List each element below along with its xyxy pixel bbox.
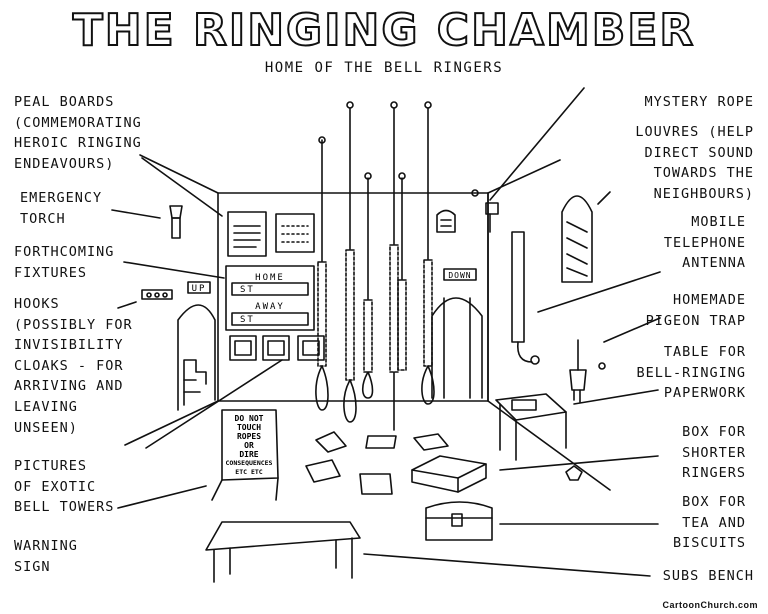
label-mobile-antenna: MOBILE TELEPHONE ANTENNA [663,214,746,272]
label-louvres: LOUVRES (HELP DIRECT SOUND TOWARDS THE N… [635,124,754,202]
pointer-lines [111,87,661,577]
up-sign: UP [192,284,207,294]
label-pigeon-trap: HOMEMADE PIGEON TRAP [645,292,746,329]
bell-ropes [315,101,435,431]
ceiling-line-right [487,159,561,194]
right-doorway [431,268,483,399]
fixtures-board [225,265,315,331]
mystery-rope-fixture [471,189,499,233]
fixtures-away-label: AWAY [255,302,285,312]
ceiling-line-left [139,154,219,194]
emergency-torch [169,205,183,239]
label-box-tea-biscuits: BOX FOR TEA AND BISCUITS [672,494,746,552]
fixtures-st-1: ST [240,285,255,295]
left-doorway [177,281,216,411]
sign-line: DIRE [239,450,258,459]
fixtures-home-label: HOME [255,273,285,283]
hooks [141,289,173,300]
sign-line: OR [244,441,254,450]
sign-line: TOUCH [237,423,261,432]
fixtures-st-2: ST [240,315,255,325]
pigeon-trap [569,339,606,403]
paperwork-table [495,393,567,461]
label-hooks: HOOKS (POSSIBLY FOR INVISIBILITY CLOAKS … [14,296,133,436]
louvres-window [561,195,593,283]
floor-papers [305,431,449,495]
down-sign: DOWN [448,271,471,280]
floor-line-left [124,400,219,446]
sign-line: ETC ETC [235,468,262,476]
warning-sign-text: DO NOT TOUCH ROPES OR DIRE CONSEQUENCES … [226,414,273,476]
wall-notice [436,209,456,233]
sign-line: ROPES [237,432,261,441]
peal-boards [227,211,315,257]
label-box-shorter-ringers: BOX FOR SHORTER RINGERS [682,424,746,482]
back-wall [217,192,489,402]
warning-sign-frame [211,409,279,501]
label-peal-boards: PEAL BOARDS (COMMEMORATING HEROIC RINGIN… [14,94,142,172]
label-forthcoming-fixtures: FORTHCOMING FIXTURES [14,244,115,281]
bell-tower-pictures [229,335,325,361]
credit-link[interactable]: CartoonChurch.com [662,600,758,610]
floor-object [565,465,583,481]
floor-line-right [487,400,611,491]
sign-line: CONSEQUENCES [226,459,273,467]
sign-line: DO NOT [235,414,264,423]
mobile-antenna [511,231,540,365]
box-shorter-ringers [411,455,487,493]
page-title: THE RINGING CHAMBER [72,5,696,57]
label-pictures: PICTURES OF EXOTIC BELL TOWERS [14,458,115,516]
label-emergency-torch: EMERGENCY TORCH [20,190,103,227]
label-subs-bench: SUBS BENCH [662,568,754,584]
label-mystery-rope: MYSTERY ROPE [644,94,754,110]
label-paperwork-table: TABLE FOR BELL-RINGING PAPERWORK [636,344,746,402]
tea-biscuits-box [425,501,493,541]
subs-bench [205,521,361,583]
label-warning-sign: WARNING SIGN [14,538,78,575]
page-subtitle: HOME OF THE BELL RINGERS [264,60,504,76]
